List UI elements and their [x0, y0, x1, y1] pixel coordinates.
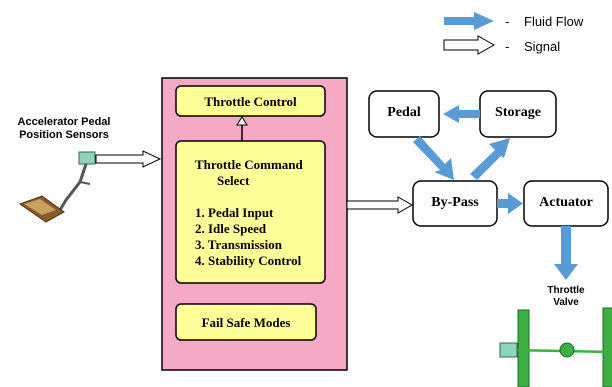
- legend-signal-arrow-icon: [443, 35, 496, 55]
- legend-fluid-arrow-icon: [444, 12, 494, 30]
- throttle-control-label: Throttle Control: [204, 94, 297, 109]
- sensor-label: Accelerator Pedal Position Sensors: [4, 116, 124, 142]
- bypass-to-actuator-flow-arrow-icon: [497, 193, 523, 214]
- command-to-control-arrow-icon: [236, 116, 248, 141]
- list-item: 3. Transmission: [195, 237, 282, 252]
- throttle-valve-line2: Valve: [553, 297, 579, 308]
- bypass-to-storage-flow-arrow-icon: [470, 138, 510, 180]
- accelerator-pedal-icon: [18, 151, 96, 223]
- storage-to-pedal-flow-arrow-icon: [443, 105, 480, 123]
- sensor-label-line2: Position Sensors: [19, 129, 109, 141]
- throttle-valve-line1: Throttle: [547, 285, 585, 296]
- throttle-command-box: [175, 140, 326, 284]
- actuator-to-valve-flow-arrow-icon: [554, 226, 578, 280]
- throttle-valve-icon: [499, 307, 612, 387]
- command-input-list: 1. Pedal Input 2. Idle Speed 3. Transmis…: [195, 205, 301, 269]
- actuator-label: Actuator: [539, 195, 593, 210]
- legend-fluid-dash: -: [505, 14, 510, 29]
- throttle-command-title: Throttle Command Select: [195, 157, 303, 189]
- sensor-signal-arrow-icon: [95, 150, 162, 168]
- throttle-command-line2: Select: [217, 173, 250, 188]
- bypass-label: By-Pass: [431, 195, 479, 210]
- list-item: 1. Pedal Input: [195, 205, 274, 220]
- fail-safe-label: Fail Safe Modes: [201, 315, 291, 330]
- legend-signal-label: Signal: [524, 39, 561, 54]
- throttle-command-line1: Throttle Command: [195, 157, 303, 172]
- sensor-label-line1: Accelerator Pedal: [17, 116, 111, 128]
- legend-signal-dash: -: [505, 39, 510, 54]
- throttle-control-box: [175, 85, 326, 117]
- pedal-to-bypass-flow-arrow-icon: [413, 136, 454, 180]
- list-item: 4. Stability Control: [195, 253, 302, 268]
- throttle-valve-label: Throttle Valve: [536, 285, 596, 309]
- fail-safe-box: [175, 303, 317, 341]
- legend-fluid-flow-label: Fluid Flow: [524, 14, 584, 29]
- list-item: 2. Idle Speed: [195, 221, 267, 236]
- storage-label: Storage: [495, 105, 541, 120]
- pedal-label: Pedal: [387, 105, 421, 120]
- controller-signal-arrow-icon: [346, 196, 414, 214]
- pedal-box: [368, 90, 440, 138]
